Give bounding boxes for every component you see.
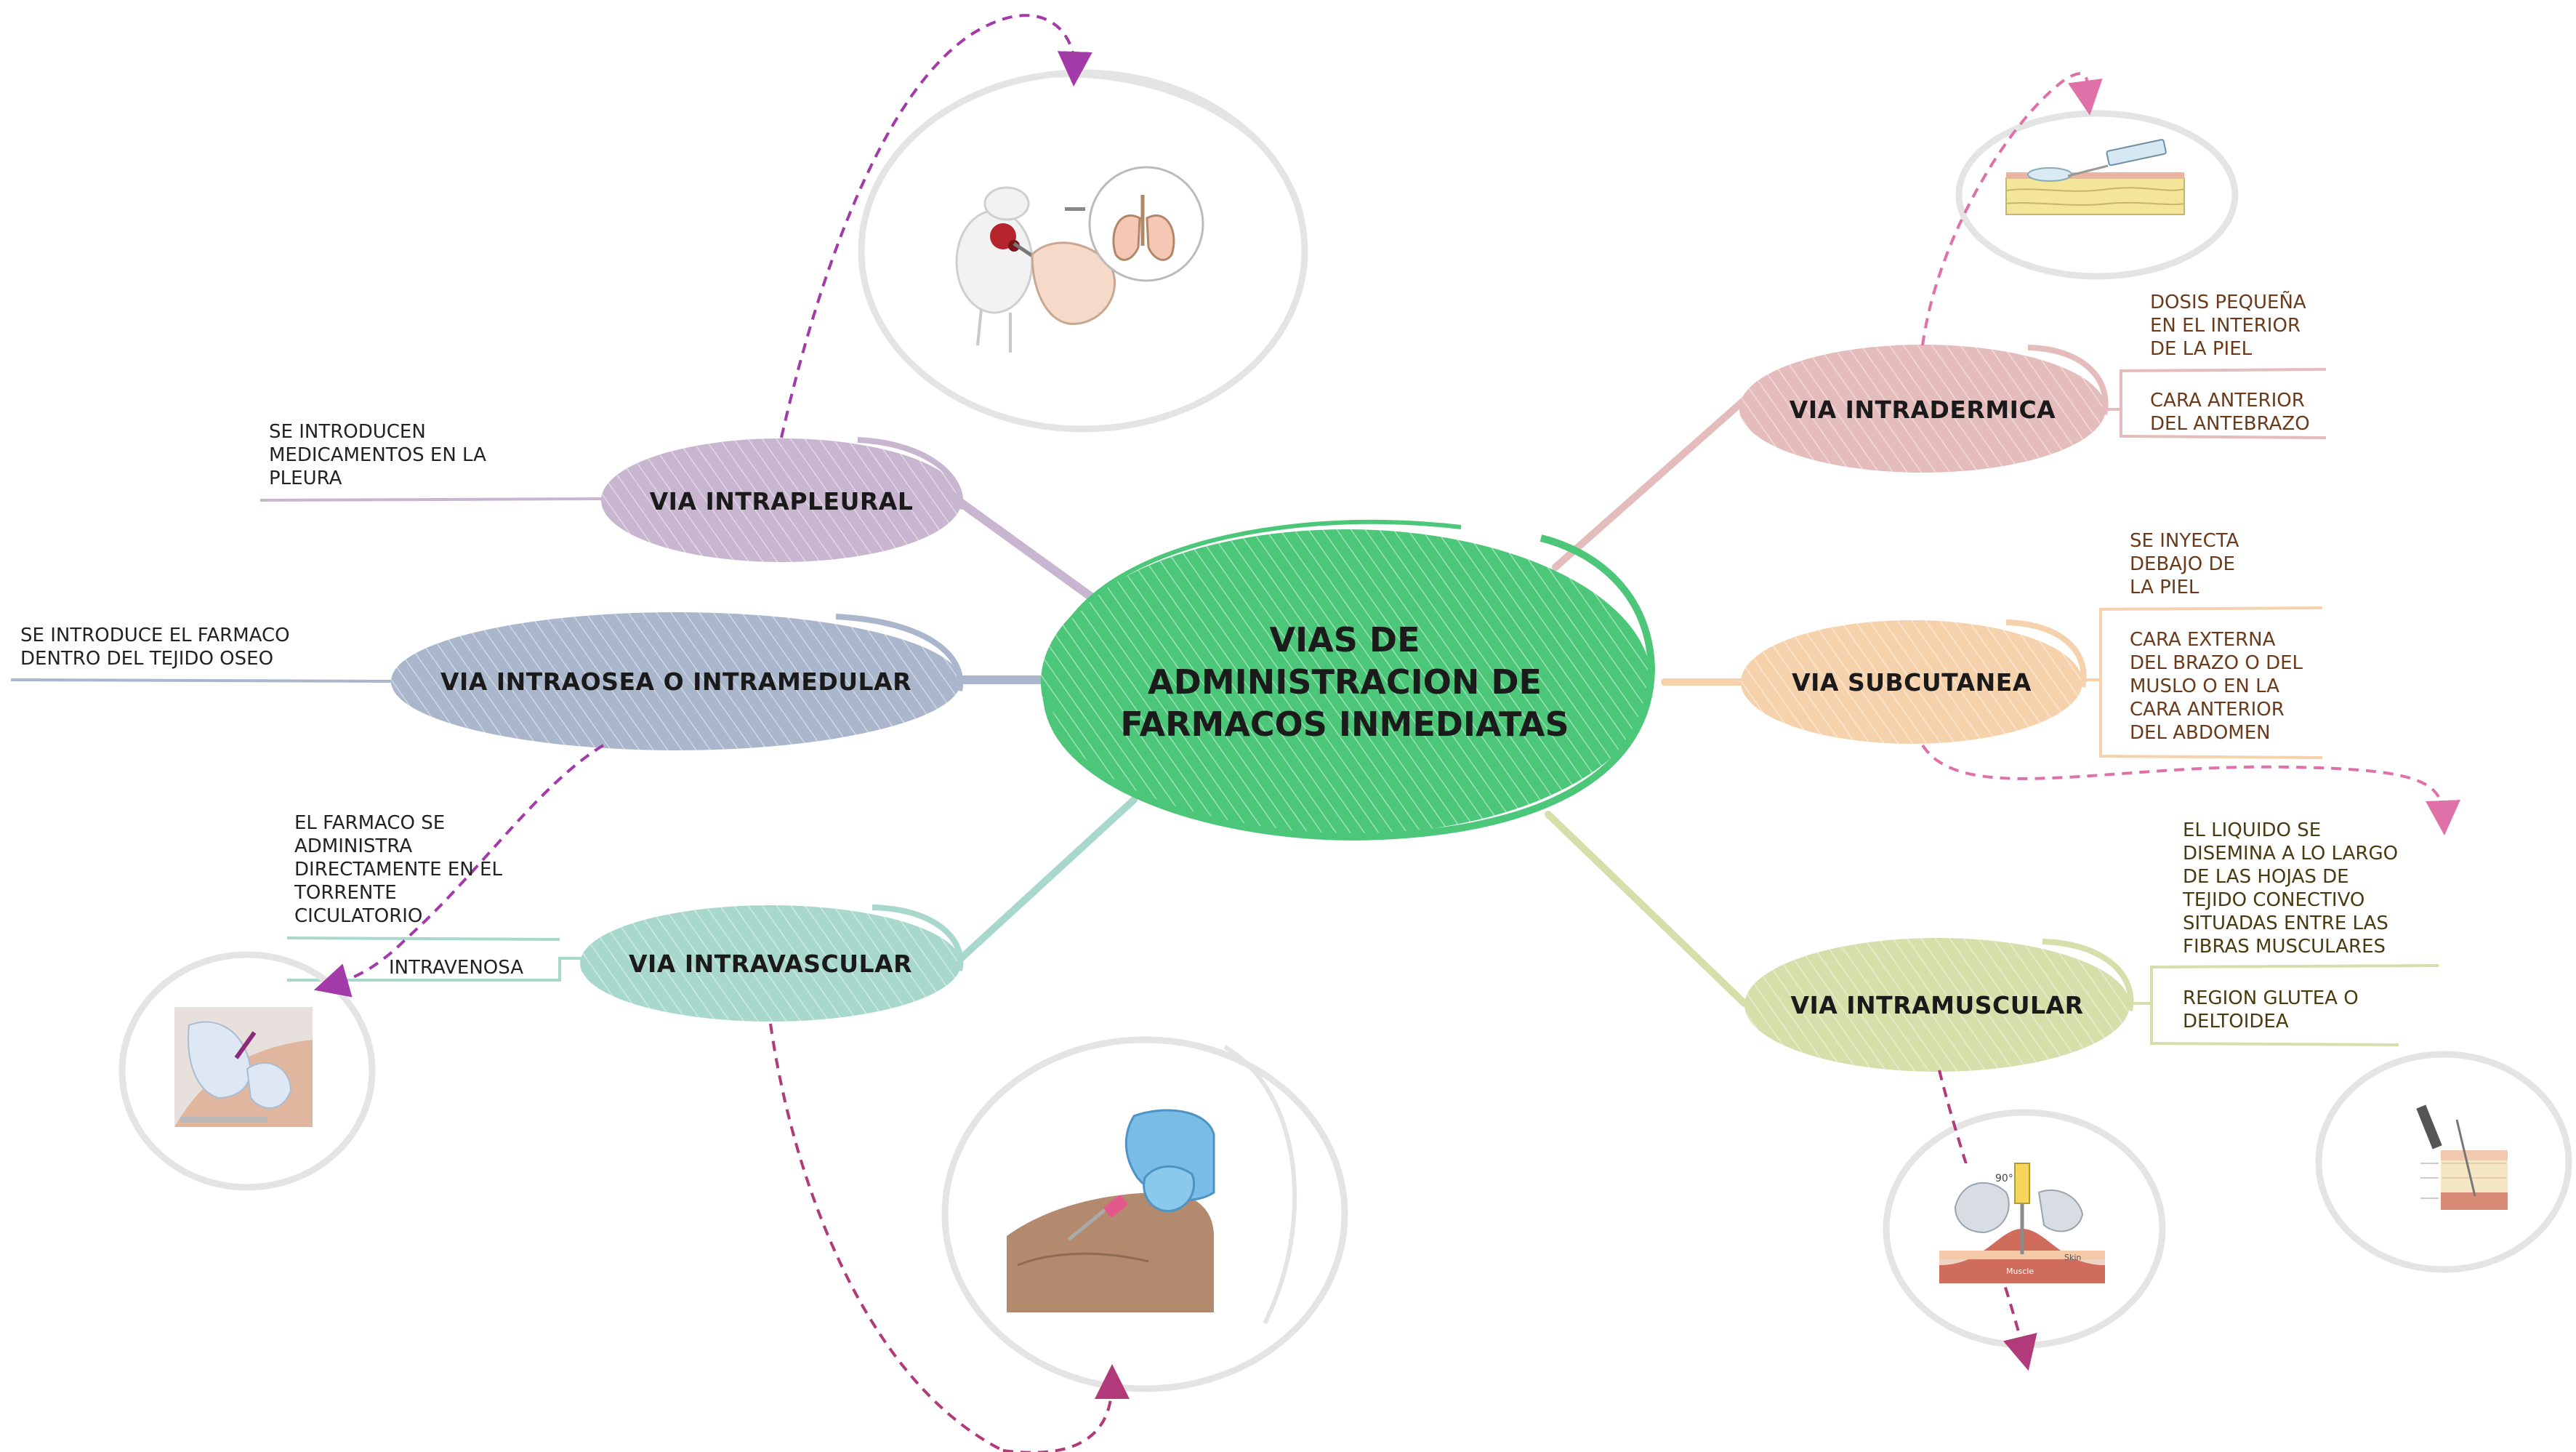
branch-subcutanea xyxy=(1741,619,2087,744)
note-intravascular-type: INTRAVENOSA xyxy=(389,957,524,979)
branch-intradermica xyxy=(1739,345,2109,473)
intramuscular-bracket xyxy=(2130,964,2439,1046)
frame-iv-arm xyxy=(941,1036,1348,1392)
branch-label-intradermica: VIA INTRADERMICA xyxy=(1789,395,2056,424)
note-intravascular-description: EL FARMACO SE ADMINISTRA DIRECTAMENTE EN… xyxy=(294,812,502,927)
arrow-intramuscular-to-image xyxy=(1938,1070,2037,1371)
arrow-subcutanea-to-image xyxy=(1921,744,2461,835)
subcutanea-bracket xyxy=(2082,606,2323,759)
intravascular-note-underline xyxy=(286,936,560,941)
arrow-intravascular-to-image xyxy=(769,1023,1004,1452)
central-title: VIAS DE ADMINISTRACION DE FARMACOS INMED… xyxy=(1120,620,1569,744)
intradermal-illustration xyxy=(2005,139,2185,215)
note-intraosea: SE INTRODUCE EL FARMACO DENTRO DEL TEJID… xyxy=(20,625,290,670)
im-90-muscle-label: Muscle xyxy=(2006,1267,2034,1276)
intradermica-bracket xyxy=(2104,368,2327,439)
branch-label-intrapleural: VIA INTRAPLEURAL xyxy=(649,486,914,516)
note-subcutanea-description: SE INYECTA DEBAJO DE LA PIEL xyxy=(2130,530,2239,598)
note-lines xyxy=(10,368,2439,1046)
note-intradermica-site: CARA ANTERIOR DEL ANTEBRAZO xyxy=(2150,390,2310,435)
arrow-intradermica-to-image xyxy=(1921,72,2103,346)
note-subcutanea-site: CARA EXTERNA DEL BRAZO O DEL MUSLO O EN … xyxy=(2130,629,2303,744)
frame-iv-hand xyxy=(118,951,376,1191)
connector-intravascular xyxy=(956,796,1138,963)
branch-intravascular xyxy=(580,905,964,1022)
arrow-intrapleural-to-image xyxy=(780,14,1092,438)
branch-intraosea xyxy=(391,612,964,750)
branch-intramuscular xyxy=(1744,938,2134,1072)
branch-intrapleural xyxy=(601,437,964,562)
intravascular-bracket xyxy=(287,957,581,982)
rat-lungs-illustration xyxy=(955,166,1204,353)
note-intradermica-description: DOSIS PEQUEÑA EN EL INTERIOR DE LA PIEL xyxy=(2150,292,2306,360)
im-90-skin-label: Skin xyxy=(2064,1253,2081,1262)
arrow-intraosea-to-image xyxy=(313,744,605,998)
central-node xyxy=(1041,519,1656,841)
im-layers-illustration xyxy=(2416,1104,2508,1210)
iv-arm-photo xyxy=(1007,1105,1215,1312)
note-intramuscular-site: REGION GLUTEA O DELTOIDEA xyxy=(2183,987,2359,1032)
branch-label-intramuscular: VIA INTRAMUSCULAR xyxy=(1790,990,2084,1019)
relationship-arrows xyxy=(313,14,2461,1452)
connector-intramuscular xyxy=(1545,811,1748,1007)
connectors xyxy=(955,396,1748,1007)
branch-label-intravascular: VIA INTRAVASCULAR xyxy=(628,949,913,978)
arrow-intravascular-head xyxy=(1002,1364,1130,1452)
connector-intradermica xyxy=(1552,396,1748,571)
intraosea-note-underline xyxy=(10,678,401,683)
iv-hand-photo xyxy=(174,1007,313,1127)
frame-im-layers xyxy=(2315,1051,2572,1273)
note-intrapleural: SE INTRODUCEN MEDICAMENTOS EN LA PLEURA xyxy=(269,421,486,489)
intrapleural-note-underline xyxy=(259,497,604,502)
connector-intrapleural xyxy=(955,497,1095,601)
note-intramuscular-description: EL LIQUIDO SE DISEMINA A LO LARGO DE LAS… xyxy=(2183,819,2399,958)
branch-label-subcutanea: VIA SUBCUTANEA xyxy=(1792,667,2032,697)
im-90-illustration: 90° Muscle Skin xyxy=(1939,1163,2105,1283)
branch-label-intraosea: VIA INTRAOSEA O INTRAMEDULAR xyxy=(440,667,912,696)
im-90-angle-label: 90° xyxy=(1995,1173,2013,1184)
